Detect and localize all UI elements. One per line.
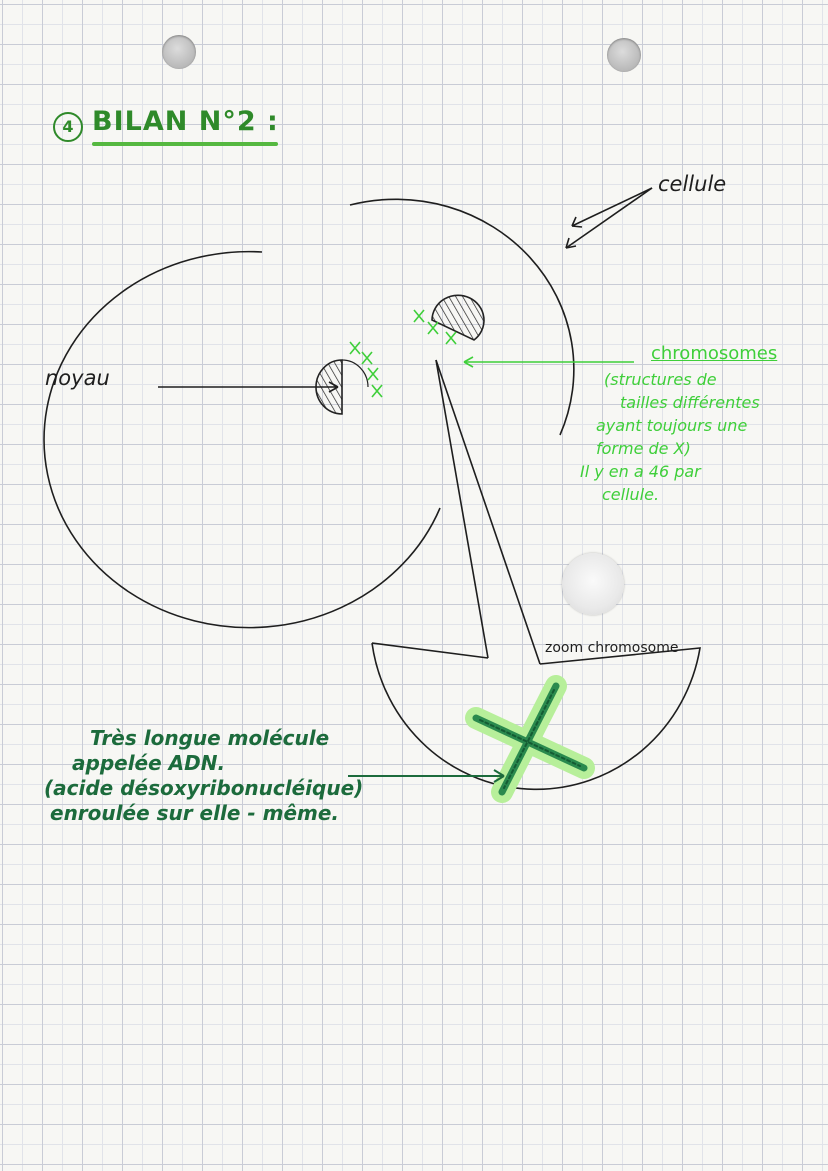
chromosomes-note-line: ayant toujours une	[596, 416, 748, 435]
chromosomes-note-line: forme de X)	[596, 439, 691, 458]
adn-note-line: enroulée sur elle - même.	[50, 801, 340, 825]
label-noyau: noyau	[45, 366, 110, 390]
adn-note-line: (acide désoxyribonucléique)	[44, 776, 364, 800]
chromosome-marks-zoom	[413, 309, 457, 345]
chromosomes-note-line: Il y en a 46 par	[580, 462, 701, 481]
zoom-circle	[371, 642, 701, 791]
cell-outline-upper	[349, 198, 575, 436]
chromosomes-note: (structures de tailles différentes ayant…	[580, 368, 820, 506]
chromosomes-note-line: tailles différentes	[620, 393, 760, 412]
title-underline	[92, 142, 278, 146]
zoom-source-circle	[431, 294, 485, 341]
adn-note-line: Très longue molécule	[90, 726, 330, 750]
punch-hole-right	[607, 38, 641, 72]
chromosomes-note-line: cellule.	[602, 485, 660, 504]
label-cellule: cellule	[658, 172, 727, 196]
chromosome-marks-nucleus	[349, 341, 383, 398]
chromosomes-note-line: (structures de	[604, 370, 717, 389]
cell-outline	[43, 250, 441, 629]
punch-hole-left	[162, 35, 196, 69]
adn-note-line: appelée ADN.	[72, 751, 226, 775]
section-number: 4	[53, 112, 83, 142]
label-zoom-chromosome: zoom chromosome	[545, 640, 679, 656]
reinforcement-sticker	[562, 553, 624, 615]
chromosome-x	[465, 675, 595, 803]
page-title: BILAN N°2 :	[92, 106, 279, 137]
adn-note: Très longue molécule appelée ADN. (acide…	[44, 726, 404, 826]
label-chromosomes: chromosomes	[651, 343, 778, 364]
